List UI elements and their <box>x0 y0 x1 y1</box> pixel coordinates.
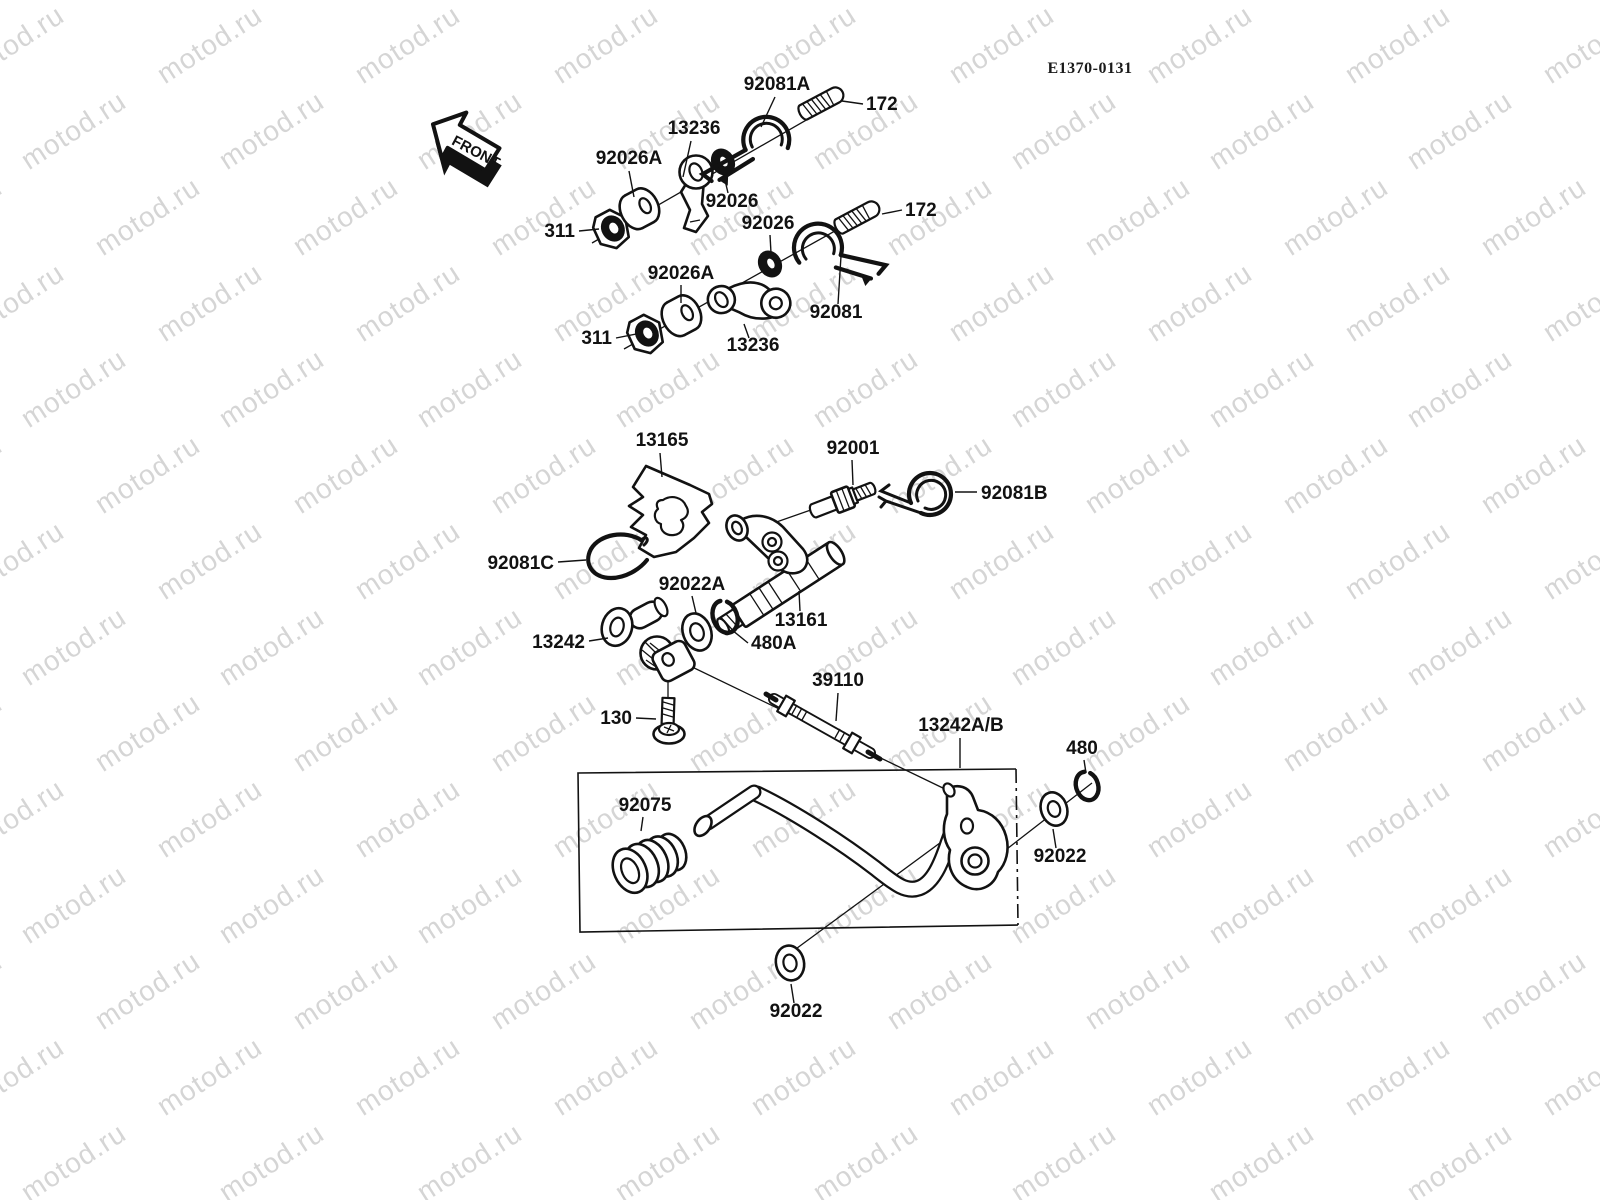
circlip-480 <box>1073 769 1101 803</box>
part-label-13165: 13165 <box>636 430 689 451</box>
pedal-rubber-92075 <box>611 832 688 895</box>
leader-lines <box>557 96 1087 1004</box>
washer-92022-right <box>1039 791 1069 827</box>
part-label-92001: 92001 <box>827 438 880 459</box>
part-label-92022a: 92022A <box>659 574 726 595</box>
diagram-code: E1370-0131 <box>1048 60 1133 77</box>
part-label-311: 311 <box>581 328 612 349</box>
nut-311-upper <box>591 208 631 250</box>
part-label-13236: 13236 <box>668 118 721 139</box>
part-label-92075: 92075 <box>619 795 672 816</box>
part-label-480: 480 <box>1066 738 1098 759</box>
part-label-172: 172 <box>905 200 937 221</box>
leader-line-172 <box>841 100 864 105</box>
lever-13236-lower <box>706 281 792 320</box>
nut-311-lower <box>625 313 665 355</box>
front-arrow-body <box>430 110 502 173</box>
lever-13236-upper <box>678 154 714 234</box>
leader-line-92026 <box>723 175 729 194</box>
part-label-92081b: 92081B <box>981 483 1048 504</box>
leader-line-13161 <box>798 590 801 612</box>
gear-change-pedal-13242ab <box>693 782 1009 898</box>
leader-line-13165 <box>659 452 663 478</box>
part-label-92022: 92022 <box>1034 846 1087 867</box>
front-arrow: FRONT <box>430 110 503 188</box>
part-label-92026a: 92026A <box>596 148 663 169</box>
washer-92026-lower <box>757 250 783 278</box>
leader-line-92022 <box>790 983 795 1004</box>
leader-line-13236 <box>743 323 750 339</box>
axis-line-pivot-bottom <box>788 825 964 955</box>
leader-line-480 <box>1083 759 1087 774</box>
leader-line-13236 <box>682 140 692 178</box>
leader-line-92075 <box>640 816 644 832</box>
part-label-92026: 92026 <box>742 213 795 234</box>
spring-92081 <box>791 221 890 286</box>
washer-92022a <box>681 612 713 652</box>
leader-line-39110 <box>835 692 839 722</box>
leader-line-92001 <box>851 459 854 486</box>
leader-line-130 <box>635 717 657 720</box>
leader-line-311 <box>615 333 637 339</box>
leader-line-92081a <box>760 96 776 128</box>
stud-172-lower <box>833 200 881 235</box>
part-label-92022: 92022 <box>770 1001 823 1022</box>
part-label-480a: 480A <box>751 633 797 654</box>
leader-line-92026a <box>628 170 635 198</box>
part-label-13161: 13161 <box>775 610 828 631</box>
leader-line-92026 <box>769 234 772 254</box>
leader-line-13242 <box>588 637 609 642</box>
leader-line-92022a <box>691 595 697 614</box>
washer-92026a-lower <box>660 294 703 338</box>
leader-line-172 <box>881 209 903 215</box>
part-label-92026: 92026 <box>706 191 759 212</box>
clamp-bolt-130 <box>652 696 686 745</box>
leader-line-92081 <box>837 255 842 305</box>
part-label-311: 311 <box>544 221 575 242</box>
part-label-13242: 13242 <box>532 632 585 653</box>
cutaway-box <box>577 768 1019 933</box>
leader-line-92022 <box>1052 828 1057 849</box>
leader-line-92081c <box>557 559 587 563</box>
part-label-130: 130 <box>600 708 632 729</box>
part-label-92026a: 92026A <box>648 263 715 284</box>
part-label-39110: 39110 <box>812 670 864 691</box>
shift-cam-plate-13165 <box>627 464 714 559</box>
shift-arm-13242 <box>600 596 696 683</box>
washer-92026a-upper <box>618 187 661 231</box>
part-label-13236: 13236 <box>727 335 780 356</box>
part-label-13242a-b: 13242A/B <box>918 715 1004 736</box>
circlip-480a <box>710 598 740 635</box>
part-label-92081a: 92081A <box>744 74 811 95</box>
spring-92081b <box>877 470 954 518</box>
tie-rod-39110 <box>763 691 883 762</box>
part-label-172: 172 <box>866 94 898 115</box>
part-label-92081: 92081 <box>810 302 863 323</box>
part-label-92081c: 92081C <box>487 553 554 574</box>
pinch-bolt-92001 <box>808 481 877 519</box>
stud-172-upper <box>797 86 845 121</box>
spring-clip-92081c <box>586 532 650 581</box>
leader-line-311 <box>578 228 600 232</box>
washer-92022-bottom <box>774 944 806 982</box>
leader-line-480a <box>731 629 749 644</box>
